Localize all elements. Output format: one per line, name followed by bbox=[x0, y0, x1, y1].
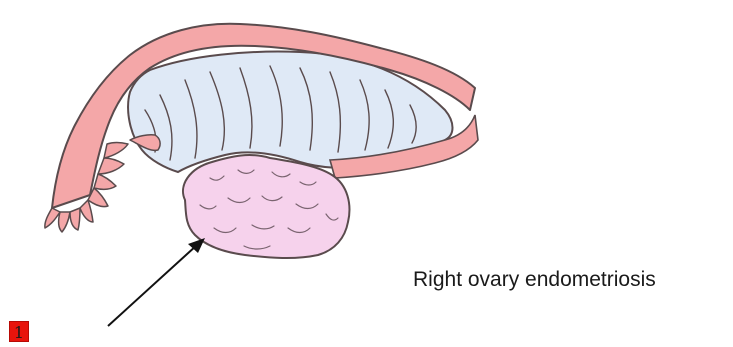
pointer-arrow bbox=[108, 238, 205, 326]
ovary-lesion bbox=[183, 155, 349, 258]
figure-number-badge: 1 bbox=[9, 321, 29, 342]
lesion-caption: Right ovary endometriosis bbox=[413, 268, 656, 292]
